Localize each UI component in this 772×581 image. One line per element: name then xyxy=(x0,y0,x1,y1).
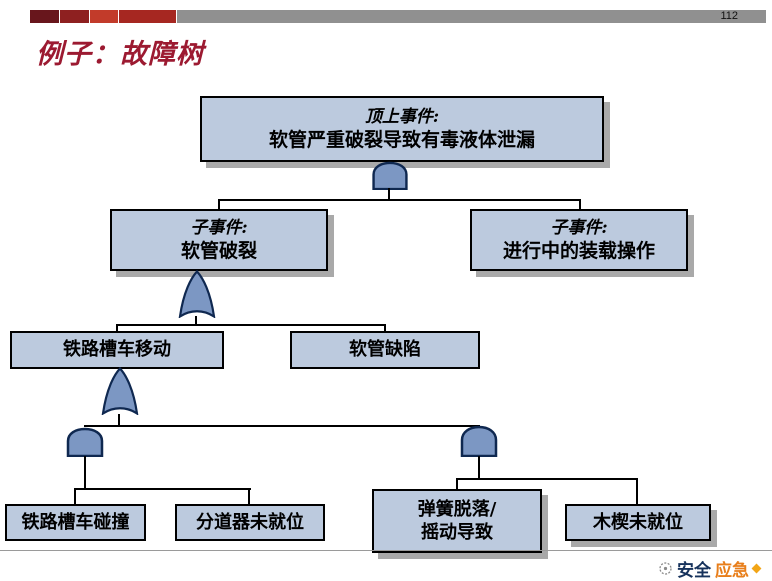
node-sub-left-text: 软管破裂 xyxy=(180,239,257,262)
node-top-event: 顶上事件: 软管严重破裂导致有毒液体泄漏 xyxy=(200,96,604,162)
header-accent-block xyxy=(60,10,89,23)
node-sub-event-right: 子事件: 进行中的装载操作 xyxy=(470,209,688,271)
node-sub-left-label: 子事件: xyxy=(190,217,248,238)
node-sub-right-text: 进行中的装载操作 xyxy=(502,239,655,262)
node-wedge-not-in-place: 木楔未就位 xyxy=(565,504,711,541)
node-rail-tank-move-text: 铁路槽车移动 xyxy=(63,339,171,361)
connector-line xyxy=(84,425,480,427)
header-accent-block xyxy=(119,10,176,23)
connector-line xyxy=(636,479,638,505)
node-spring-detached: 弹簧脱落/ 摇动导致 xyxy=(372,489,542,553)
node-spring-line1: 弹簧脱落/ xyxy=(417,498,497,520)
node-wedge-text: 木楔未就位 xyxy=(593,511,683,533)
connector-line xyxy=(74,489,76,505)
node-sub-right-label: 子事件: xyxy=(550,217,608,238)
node-derailer-text: 分道器未就位 xyxy=(196,511,304,533)
node-rail-tank-collision-text: 铁路槽车碰撞 xyxy=(21,511,130,533)
node-rail-tank-move: 铁路槽车移动 xyxy=(10,331,224,369)
footer-logo: 安全 应急 xyxy=(658,556,762,581)
connector-line xyxy=(384,325,386,332)
connector-line xyxy=(116,324,386,326)
node-hose-defect: 软管缺陷 xyxy=(290,331,480,369)
connector-line xyxy=(74,488,251,490)
node-hose-defect-text: 软管缺陷 xyxy=(349,339,421,361)
node-top-event-label: 顶上事件: xyxy=(364,106,440,127)
node-derailer-not-in-place: 分道器未就位 xyxy=(175,504,325,541)
and-gate-icon xyxy=(372,161,408,190)
connector-line xyxy=(248,489,250,505)
connector-line xyxy=(456,478,638,480)
node-rail-tank-collision: 铁路槽车碰撞 xyxy=(5,504,146,541)
connector-line xyxy=(195,316,197,325)
footer-logo-accent xyxy=(751,563,762,574)
connector-line xyxy=(218,199,581,201)
connector-line xyxy=(84,456,86,489)
footer-logo-text-2: 应急 xyxy=(715,561,749,580)
connector-line xyxy=(218,200,220,210)
and-gate-icon xyxy=(66,427,104,457)
page-number: 112 xyxy=(720,10,738,22)
footer-divider xyxy=(0,550,772,551)
node-sub-event-left: 子事件: 软管破裂 xyxy=(110,209,328,271)
connector-line xyxy=(478,456,480,479)
header-accent-block xyxy=(90,10,118,23)
or-gate-icon xyxy=(178,270,216,318)
logo-icon xyxy=(659,562,672,575)
footer-logo-text-1: 安全 xyxy=(677,561,711,580)
page-title: 例子：故障树 xyxy=(36,39,204,70)
and-gate-icon xyxy=(460,425,498,457)
connector-line xyxy=(118,414,120,426)
node-spring-line2: 摇动导致 xyxy=(421,522,493,543)
or-gate-icon xyxy=(101,367,139,415)
connector-line xyxy=(579,200,581,210)
connector-line xyxy=(456,479,458,490)
header-bar: 112 xyxy=(177,10,766,23)
connector-line xyxy=(116,325,118,332)
node-top-event-text: 软管严重破裂导致有毒液体泄漏 xyxy=(268,128,535,151)
connector-line xyxy=(388,188,390,200)
header-accent-block xyxy=(30,10,59,23)
